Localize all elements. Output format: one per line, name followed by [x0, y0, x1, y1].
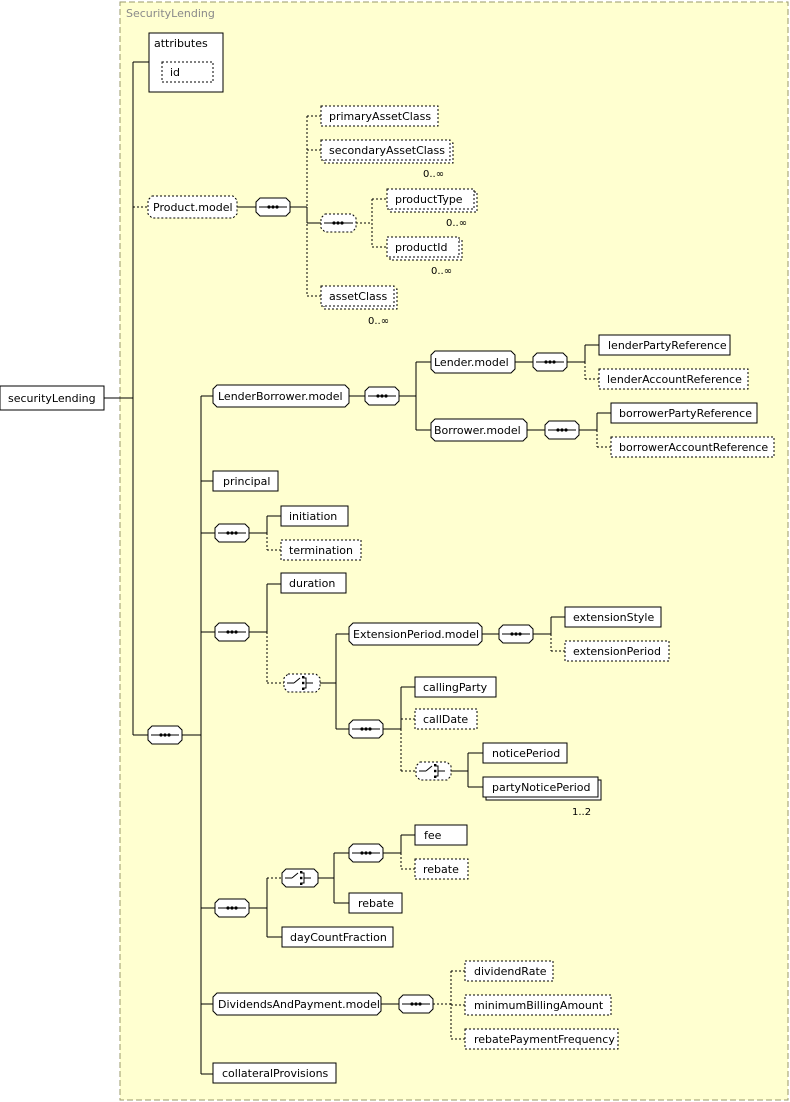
cardinality-label: 0..∞	[446, 218, 467, 229]
svg-text:securityLending: securityLending	[8, 392, 96, 405]
element-assetClass[interactable]: assetClass 0..∞	[320, 285, 398, 327]
element-principal[interactable]: principal	[212, 470, 279, 492]
svg-text:lenderAccountReference: lenderAccountReference	[607, 373, 742, 386]
group-extensionperiod-model[interactable]: ExtensionPeriod.model	[348, 622, 483, 646]
element-dividendRate[interactable]: dividendRate	[464, 960, 554, 982]
svg-text:extensionPeriod: extensionPeriod	[573, 645, 661, 658]
group-product-model[interactable]: Product.model	[147, 195, 238, 219]
sequence-compositor	[214, 898, 250, 918]
group-lender-model[interactable]: Lender.model	[430, 350, 516, 374]
svg-text:primaryAssetClass: primaryAssetClass	[329, 110, 431, 123]
sequence-compositor	[348, 719, 384, 739]
svg-text:termination: termination	[289, 544, 353, 557]
sequence-compositor	[544, 420, 580, 440]
svg-text:Product.model: Product.model	[153, 201, 233, 214]
group-dividendsandpayment-model[interactable]: DividendsAndPayment.model	[212, 992, 382, 1016]
cardinality-label: 0..∞	[368, 316, 389, 327]
attribute-id: id	[170, 66, 180, 79]
element-rebatePaymentFrequency[interactable]: rebatePaymentFrequency	[464, 1028, 619, 1050]
svg-text:collateralProvisions: collateralProvisions	[222, 1067, 329, 1080]
element-productId[interactable]: productId 0..∞	[386, 236, 463, 277]
sequence-compositor	[348, 843, 384, 863]
element-rebate-optional[interactable]: rebate	[414, 858, 469, 880]
svg-text:minimumBillingAmount: minimumBillingAmount	[474, 999, 604, 1012]
element-primaryAssetClass[interactable]: primaryAssetClass	[320, 105, 439, 127]
svg-text:extensionStyle: extensionStyle	[573, 611, 654, 624]
element-borrowerPartyReference[interactable]: borrowerPartyReference	[610, 402, 758, 424]
root-element-securityLending[interactable]: securityLending	[0, 385, 105, 411]
element-minimumBillingAmount[interactable]: minimumBillingAmount	[464, 994, 612, 1016]
svg-text:LenderBorrower.model: LenderBorrower.model	[218, 390, 343, 403]
choice-compositor	[281, 868, 319, 888]
svg-text:attributes: attributes	[154, 37, 208, 50]
svg-text:productType: productType	[395, 193, 463, 206]
sequence-compositor	[214, 523, 250, 543]
cardinality-label: 0..∞	[423, 169, 444, 180]
svg-text:noticePeriod: noticePeriod	[492, 747, 560, 760]
connectors	[104, 61, 611, 1075]
svg-text:Lender.model: Lender.model	[434, 356, 509, 369]
element-duration[interactable]: duration	[280, 572, 347, 594]
element-extensionPeriod[interactable]: extensionPeriod	[564, 640, 670, 662]
element-initiation[interactable]: initiation	[280, 505, 349, 527]
choice-compositor	[415, 761, 452, 781]
sequence-compositor	[498, 624, 534, 644]
svg-text:partyNoticePeriod: partyNoticePeriod	[492, 781, 591, 794]
svg-text:fee: fee	[424, 829, 442, 842]
svg-text:Borrower.model: Borrower.model	[434, 424, 521, 437]
svg-text:duration: duration	[289, 577, 335, 590]
svg-text:borrowerPartyReference: borrowerPartyReference	[619, 407, 752, 420]
sequence-compositor	[214, 622, 250, 642]
type-container	[119, 1, 789, 1101]
group-lenderborrower-model[interactable]: LenderBorrower.model	[212, 384, 350, 408]
svg-text:borrowerAccountReference: borrowerAccountReference	[619, 441, 768, 454]
svg-text:productId: productId	[395, 241, 448, 254]
element-fee[interactable]: fee	[414, 824, 468, 846]
element-lenderAccountReference[interactable]: lenderAccountReference	[598, 368, 749, 390]
svg-text:dividendRate: dividendRate	[474, 965, 547, 978]
element-callingParty[interactable]: callingParty	[414, 676, 497, 698]
sequence-compositor	[398, 994, 434, 1014]
svg-text:rebatePaymentFrequency: rebatePaymentFrequency	[474, 1033, 615, 1046]
choice-compositor	[283, 673, 321, 693]
optional-connectors	[133, 115, 611, 1040]
element-productType[interactable]: productType 0..∞	[386, 188, 478, 229]
cardinality-label: 1..2	[572, 807, 591, 818]
svg-text:initiation: initiation	[289, 510, 337, 523]
svg-text:rebate: rebate	[358, 897, 394, 910]
svg-text:ExtensionPeriod.model: ExtensionPeriod.model	[353, 628, 479, 641]
svg-text:DividendsAndPayment.model: DividendsAndPayment.model	[218, 998, 380, 1011]
element-lenderPartyReference[interactable]: lenderPartyReference	[598, 334, 731, 356]
element-callDate[interactable]: callDate	[414, 708, 478, 730]
svg-text:secondaryAssetClass: secondaryAssetClass	[329, 144, 445, 157]
sequence-compositor	[532, 352, 568, 372]
svg-text:dayCountFraction: dayCountFraction	[290, 931, 387, 944]
svg-text:rebate: rebate	[423, 863, 459, 876]
element-noticePeriod[interactable]: noticePeriod	[482, 742, 568, 764]
element-collateralProvisions[interactable]: collateralProvisions	[212, 1062, 337, 1084]
attributes-box: attributes id	[148, 32, 224, 93]
sequence-compositor	[364, 386, 400, 406]
svg-text:assetClass: assetClass	[329, 290, 387, 303]
element-extensionStyle[interactable]: extensionStyle	[564, 606, 662, 628]
element-partyNoticePeriod[interactable]: partyNoticePeriod 1..2	[482, 776, 602, 818]
element-secondaryAssetClass[interactable]: secondaryAssetClass 0..∞	[320, 139, 454, 180]
sequence-compositor	[255, 197, 291, 217]
group-borrower-model[interactable]: Borrower.model	[430, 418, 528, 442]
svg-text:callingParty: callingParty	[423, 681, 488, 694]
svg-text:lenderPartyReference: lenderPartyReference	[608, 339, 727, 352]
sequence-compositor	[147, 725, 183, 745]
cardinality-label: 0..∞	[431, 266, 452, 277]
sequence-compositor	[320, 213, 357, 233]
svg-text:principal: principal	[223, 475, 270, 488]
svg-text:callDate: callDate	[423, 713, 468, 726]
element-termination[interactable]: termination	[280, 539, 362, 561]
type-title: SecurityLending	[126, 7, 215, 20]
element-rebate[interactable]: rebate	[348, 892, 403, 914]
element-dayCountFraction[interactable]: dayCountFraction	[281, 926, 394, 948]
element-borrowerAccountReference[interactable]: borrowerAccountReference	[610, 436, 775, 458]
